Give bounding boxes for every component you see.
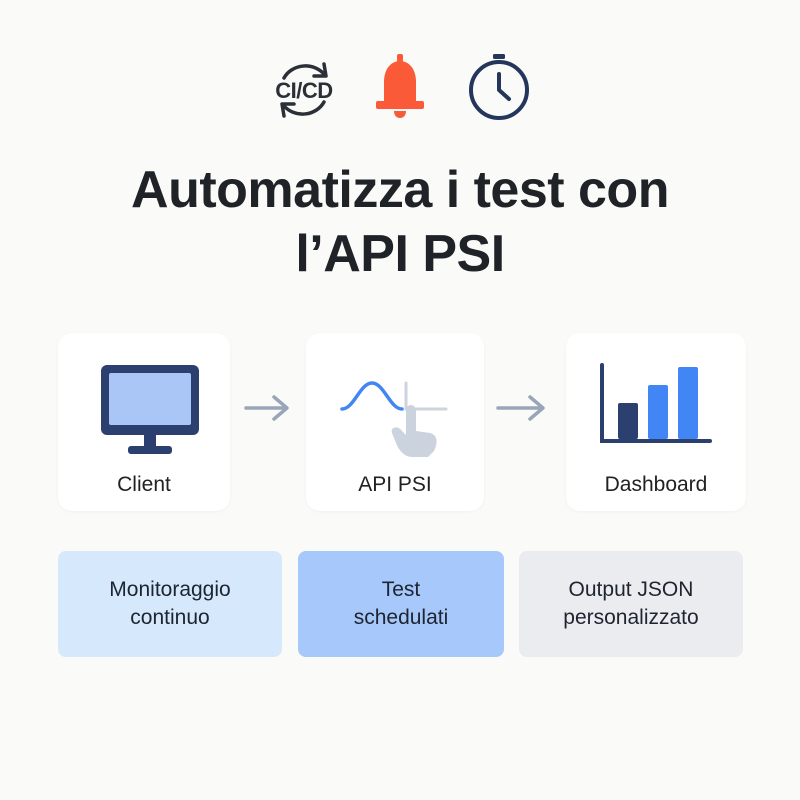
client-label: Client [117, 473, 171, 496]
arrow-right-icon [244, 395, 289, 421]
feature-line: Output JSON [568, 578, 694, 601]
api-gesture-icon [340, 381, 448, 457]
chart-bar-3 [678, 367, 698, 439]
feature-line: personalizzato [563, 606, 699, 629]
arrow-right-icon [496, 395, 545, 421]
client-node: Client [58, 333, 230, 511]
feature-line: Monitoraggio [109, 578, 231, 601]
chart-bar-1 [618, 403, 638, 439]
title-line-1: Automatizza i test con [131, 161, 669, 219]
cicd-label: CI/CD [275, 78, 333, 103]
feature-line: Test [381, 578, 421, 601]
feature-monitoraggio: Monitoraggio continuo [58, 551, 282, 657]
page-title: Automatizza i test con l’API PSI [0, 158, 800, 286]
bar-chart-icon [600, 363, 712, 443]
api-psi-node: API PSI [306, 333, 484, 511]
top-icons: CI/CD [260, 52, 550, 124]
dashboard-label: Dashboard [604, 473, 708, 496]
api-psi-label: API PSI [358, 473, 432, 496]
feature-line: schedulati [353, 606, 449, 629]
chart-bar-2 [648, 385, 668, 439]
stopwatch-icon [466, 52, 532, 122]
feature-output-json: Output JSON personalizzato [519, 551, 743, 657]
title-line-2: l’API PSI [295, 225, 505, 283]
monitor-icon [101, 365, 199, 454]
dashboard-node: Dashboard [566, 333, 746, 511]
cicd-icon: CI/CD [264, 56, 344, 122]
feature-test-schedulati: Test schedulati [298, 551, 504, 657]
feature-line: continuo [130, 606, 210, 629]
bell-icon [370, 52, 430, 122]
